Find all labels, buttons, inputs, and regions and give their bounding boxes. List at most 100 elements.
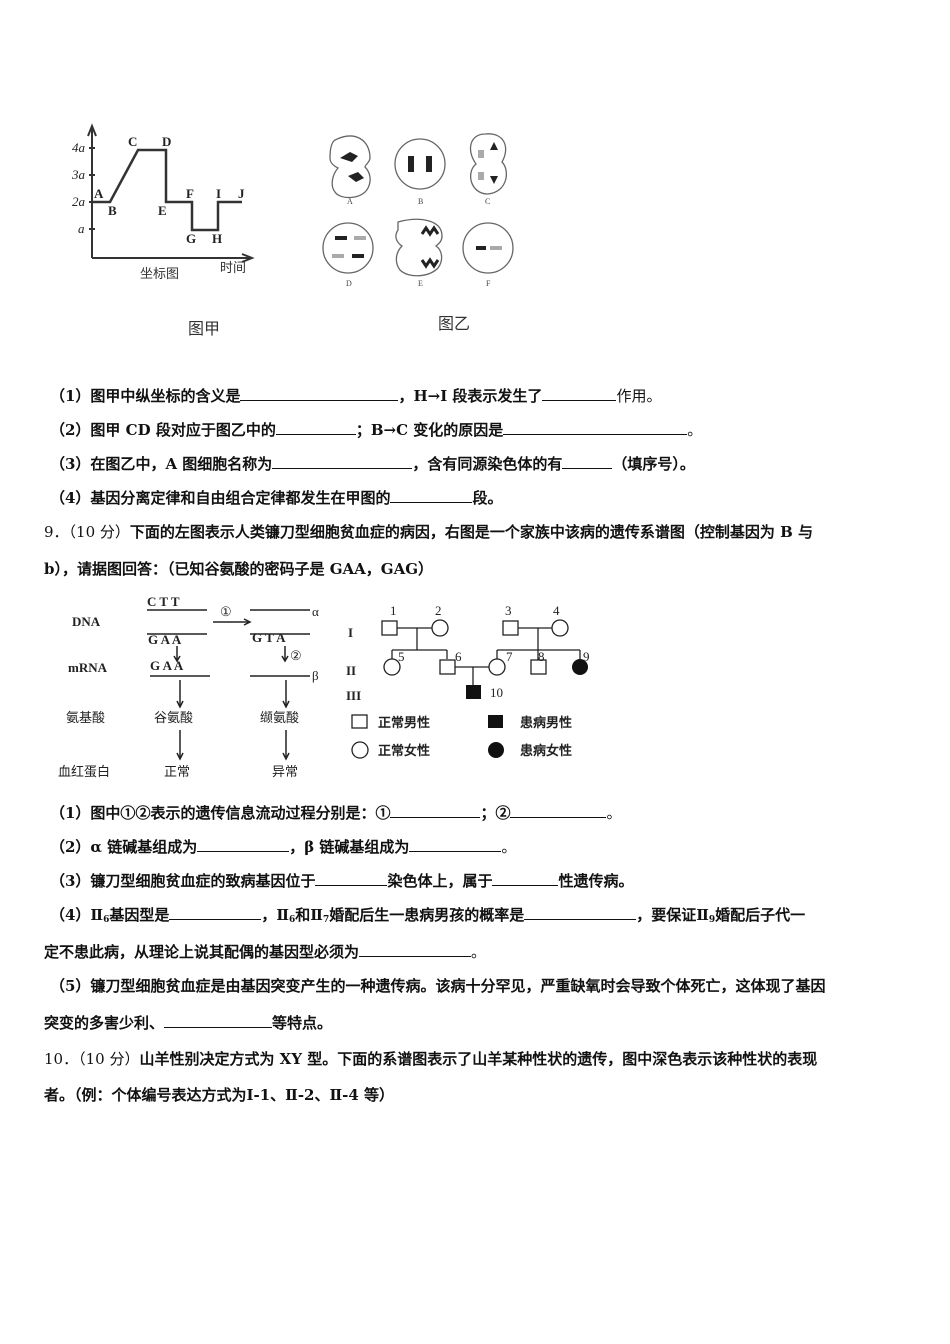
answer-blank[interactable] bbox=[359, 942, 472, 957]
q9-sub5-line2: 突变的多害少利、等特点。 bbox=[44, 1013, 333, 1032]
figure-yi: A B C D E F 图乙 bbox=[310, 120, 530, 350]
answer-blank[interactable] bbox=[562, 454, 613, 469]
row-label-amino-acid: 氨基酸 bbox=[66, 710, 105, 725]
legend-affected-female: 患病女性 bbox=[520, 743, 572, 758]
svg-text:D: D bbox=[162, 134, 171, 149]
svg-text:I: I bbox=[216, 186, 221, 201]
y-tick-a: a bbox=[78, 221, 85, 236]
svg-text:5: 5 bbox=[398, 649, 405, 664]
legend-normal-male: 正常男性 bbox=[378, 715, 430, 730]
svg-text:②: ② bbox=[290, 648, 302, 663]
q9-sub3: （3）镰刀型细胞贫血症的致病基因位于染色体上，属于性遗传病。 bbox=[50, 871, 634, 890]
answer-blank[interactable] bbox=[315, 871, 388, 886]
row-label-dna: DNA bbox=[72, 614, 101, 629]
svg-text:A: A bbox=[94, 186, 104, 201]
answer-blank[interactable] bbox=[492, 871, 559, 886]
x-axis-unit: 时间 bbox=[220, 260, 246, 275]
svg-text:缬氨酸: 缬氨酸 bbox=[260, 710, 299, 725]
figure-jia-caption: 图甲 bbox=[188, 319, 221, 338]
y-tick-3a: 3a bbox=[71, 167, 86, 182]
row-label-hemoglobin: 血红蛋白 bbox=[58, 764, 110, 779]
q9-sub2: （2）α 链碱基组成为，β 链碱基组成为。 bbox=[50, 837, 517, 856]
svg-text:G A A: G A A bbox=[150, 658, 184, 673]
answer-blank[interactable] bbox=[390, 803, 481, 818]
coordinate-graph: 4a 3a 2a a A B C D E F G H I J 坐标图 时间 bbox=[71, 123, 255, 281]
figure-yi-caption: 图乙 bbox=[438, 314, 471, 333]
svg-text:G A A: G A A bbox=[148, 632, 182, 647]
cell-diagrams: A B C D E F bbox=[322, 133, 514, 288]
answer-blank[interactable] bbox=[524, 905, 637, 920]
svg-text:异常: 异常 bbox=[272, 764, 298, 779]
individual-1 bbox=[381, 620, 398, 636]
q9-sub4-line1: （4）Ⅱ6基因型是，Ⅱ6和Ⅱ7婚配后生一患病男孩的概率是，要保证Ⅱ9婚配后子代一 bbox=[50, 905, 806, 925]
svg-text:II: II bbox=[346, 663, 356, 678]
svg-text:F: F bbox=[186, 186, 194, 201]
svg-text:E: E bbox=[418, 279, 423, 288]
svg-text:B: B bbox=[108, 203, 117, 218]
svg-text:2: 2 bbox=[435, 603, 442, 618]
answer-blank[interactable] bbox=[272, 454, 413, 469]
svg-text:7: 7 bbox=[506, 649, 513, 664]
answer-blank[interactable] bbox=[275, 420, 356, 435]
legend-affected-male: 患病男性 bbox=[520, 715, 572, 730]
answer-blank[interactable] bbox=[164, 1013, 273, 1028]
y-tick-4a: 4a bbox=[72, 140, 86, 155]
answer-blank[interactable] bbox=[390, 488, 473, 503]
svg-text:6: 6 bbox=[455, 649, 462, 664]
q8-sub2: （2）图甲 CD 段对应于图乙中的；B→C 变化的原因是。 bbox=[50, 420, 703, 439]
row-label-mrna: mRNA bbox=[68, 660, 108, 675]
answer-blank[interactable] bbox=[240, 386, 399, 401]
y-tick-2a: 2a bbox=[72, 194, 86, 209]
svg-text:F: F bbox=[486, 279, 491, 288]
svg-text:B: B bbox=[418, 197, 423, 206]
q8-sub1: （1）图甲中纵坐标的含义是，H→I 段表示发生了作用。 bbox=[50, 386, 662, 405]
q9-sub1: （1）图中①②表示的遗传信息流动过程分别是：①；②。 bbox=[50, 803, 622, 822]
x-axis-title: 坐标图 bbox=[140, 266, 179, 281]
svg-text:C: C bbox=[485, 197, 490, 206]
individual-5 bbox=[383, 658, 401, 676]
svg-text:C: C bbox=[128, 134, 137, 149]
svg-text:10: 10 bbox=[490, 685, 503, 700]
legend-normal-female: 正常女性 bbox=[378, 743, 430, 758]
q8-sub3: （3）在图乙中，A 图细胞名称为，含有同源染色体的有（填序号）。 bbox=[50, 454, 695, 473]
svg-text:1: 1 bbox=[390, 603, 397, 618]
svg-text:4: 4 bbox=[553, 603, 560, 618]
svg-text:E: E bbox=[158, 203, 167, 218]
svg-text:D: D bbox=[346, 279, 352, 288]
answer-blank[interactable] bbox=[542, 386, 617, 401]
q8-sub4: （4）基因分离定律和自由组合定律都发生在甲图的段。 bbox=[50, 488, 503, 507]
individual-9-affected bbox=[572, 659, 588, 675]
svg-text:β: β bbox=[312, 668, 319, 683]
individual-8 bbox=[530, 659, 547, 675]
answer-blank[interactable] bbox=[197, 837, 290, 852]
q9-sub5-line1: （5）镰刀型细胞贫血症是由基因突变产生的一种遗传病。该病十分罕见，严重缺氧时会导… bbox=[50, 977, 826, 995]
q9-stem-line1: 9．（10 分）下面的左图表示人类镰刀型细胞贫血症的病因，右图是一个家族中该病的… bbox=[44, 523, 814, 541]
svg-text:谷氨酸: 谷氨酸 bbox=[154, 710, 193, 725]
svg-text:3: 3 bbox=[505, 603, 512, 618]
individual-2 bbox=[431, 619, 449, 637]
svg-text:C T T: C T T bbox=[147, 594, 180, 609]
svg-text:G: G bbox=[186, 231, 196, 246]
answer-blank[interactable] bbox=[503, 420, 688, 435]
q9-sub4-line2: 定不患此病，从理论上说其配偶的基因型必须为。 bbox=[44, 942, 487, 961]
svg-text:①: ① bbox=[220, 604, 232, 619]
individual-3 bbox=[502, 620, 519, 636]
svg-text:III: III bbox=[346, 688, 361, 703]
individual-4 bbox=[551, 619, 569, 637]
answer-blank[interactable] bbox=[409, 837, 502, 852]
svg-text:I: I bbox=[348, 625, 353, 640]
svg-text:α: α bbox=[312, 604, 319, 619]
individual-6 bbox=[439, 659, 456, 675]
svg-text:8: 8 bbox=[538, 649, 545, 664]
q9-stem-line2: b），请据图回答：（已知谷氨酸的密码子是 GAA，GAG） bbox=[44, 560, 434, 578]
q10-stem-line1: 10．（10 分）山羊性别决定方式为 XY 型。下面的系谱图表示了山羊某种性状的… bbox=[44, 1050, 818, 1068]
pedigree-chart: I II III 1 2 3 4 5 6 7 8 9 10 bbox=[340, 597, 610, 772]
svg-text:H: H bbox=[212, 231, 222, 246]
svg-text:G T A: G T A bbox=[252, 630, 286, 645]
svg-text:J: J bbox=[238, 186, 245, 201]
answer-blank[interactable] bbox=[510, 803, 607, 818]
q10-stem-line2: 者。（例：个体编号表达方式为Ⅰ-1、Ⅱ-2、Ⅱ-4 等） bbox=[44, 1086, 395, 1104]
svg-text:A: A bbox=[347, 197, 353, 206]
svg-text:9: 9 bbox=[583, 649, 590, 664]
answer-blank[interactable] bbox=[169, 905, 262, 920]
